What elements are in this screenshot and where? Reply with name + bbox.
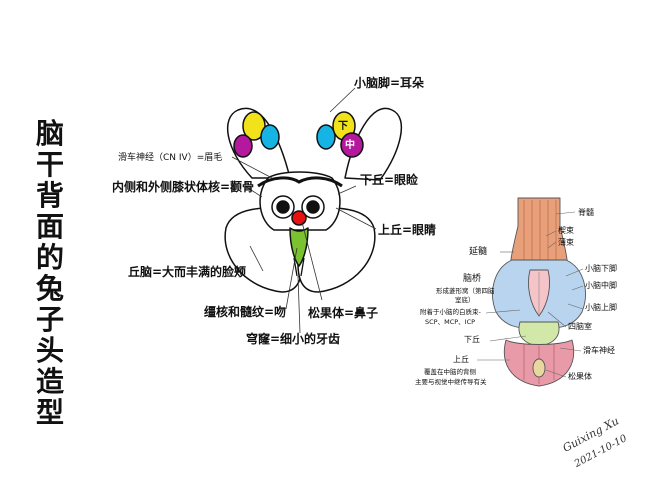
label-superior-peduncle: 小脑上脚 — [585, 303, 617, 312]
label-thalamus: 丘脑=大而丰满的脸颊 — [128, 265, 247, 279]
ear-mark-middle: 中 — [345, 140, 355, 151]
label-pons: 脑桥 — [463, 274, 482, 284]
title-char: 兔 — [35, 272, 64, 305]
eyebrows — [257, 176, 343, 188]
label-superior-note1: 覆盖在中脑的背侧 — [424, 368, 476, 376]
mouth — [289, 227, 309, 267]
label-middle-peduncle: 小脑中脚 — [585, 281, 617, 290]
label-fourth-ventricle: 四脑室 — [568, 322, 592, 331]
label-cerebellar-peduncle: 小脑脚=耳朵 — [354, 76, 425, 90]
label-attach-note1: 附着于小脑的白质束- — [420, 308, 481, 316]
ear-mark-lower: 下 — [338, 121, 348, 132]
label-superior-colliculus: 上丘=眼睛 — [378, 223, 437, 237]
label-medulla: 延髓 — [469, 247, 488, 257]
label-gracile: 薄束 — [558, 238, 574, 247]
label-inferior-colliculus: 下丘=眼睑 — [360, 173, 419, 187]
right-eye-pupil — [306, 200, 320, 214]
left-ear-cyan-spot — [260, 124, 280, 150]
label-superior-note2: 主要与视觉中继传导有关 — [415, 378, 487, 386]
label-geniculate-nuclei: 内侧和外侧膝状体核=颧骨 — [112, 180, 255, 194]
label-trochlear-nerve: 滑车神经（CN IV）=眉毛 — [118, 153, 223, 163]
label-inferior-colliculus-bs: 下丘 — [464, 335, 480, 344]
left-ear-magenta-spot — [233, 134, 253, 158]
title-char: 面 — [35, 210, 64, 243]
label-fornix: 穹窿=细小的牙齿 — [246, 332, 341, 346]
right-ear-cyan-spot — [316, 124, 336, 150]
title-char: 子 — [35, 303, 64, 336]
label-pons-note1: 形成菱形窝（第四脑 — [436, 287, 495, 295]
title-char: 头 — [35, 334, 64, 367]
title-char: 干 — [35, 148, 64, 181]
label-pineal-bs: 松果体 — [568, 372, 592, 381]
label-attach-note2: SCP、MCP、ICP — [425, 318, 476, 326]
vertical-title: 脑 干 背 面 的 兔 子 头 造 型 — [30, 118, 70, 428]
nose — [291, 210, 307, 226]
title-char: 脑 — [35, 117, 64, 150]
midbrain-green — [518, 321, 560, 347]
title-char: 造 — [35, 365, 64, 398]
label-superior-colliculus-bs: 上丘 — [453, 355, 469, 364]
left-ear-yellow-spot — [242, 111, 266, 141]
title-char: 的 — [35, 241, 64, 274]
title-char: 型 — [35, 396, 64, 429]
label-pineal: 松果体=鼻子 — [308, 306, 379, 320]
left-eye-pupil — [276, 200, 290, 214]
label-spinal-cord: 脊髓 — [578, 208, 594, 217]
title-char: 背 — [35, 179, 64, 212]
label-inferior-peduncle: 小脑下脚 — [585, 264, 617, 273]
right-ear-magenta-spot — [340, 132, 364, 158]
label-habenula: 缰核和髓纹=吻 — [204, 305, 287, 319]
label-trochlear-bs: 滑车神经 — [583, 346, 615, 355]
label-pons-note2: 室底） — [455, 296, 475, 304]
pineal-body — [532, 358, 546, 378]
label-cuneate: 楔束 — [558, 226, 574, 235]
